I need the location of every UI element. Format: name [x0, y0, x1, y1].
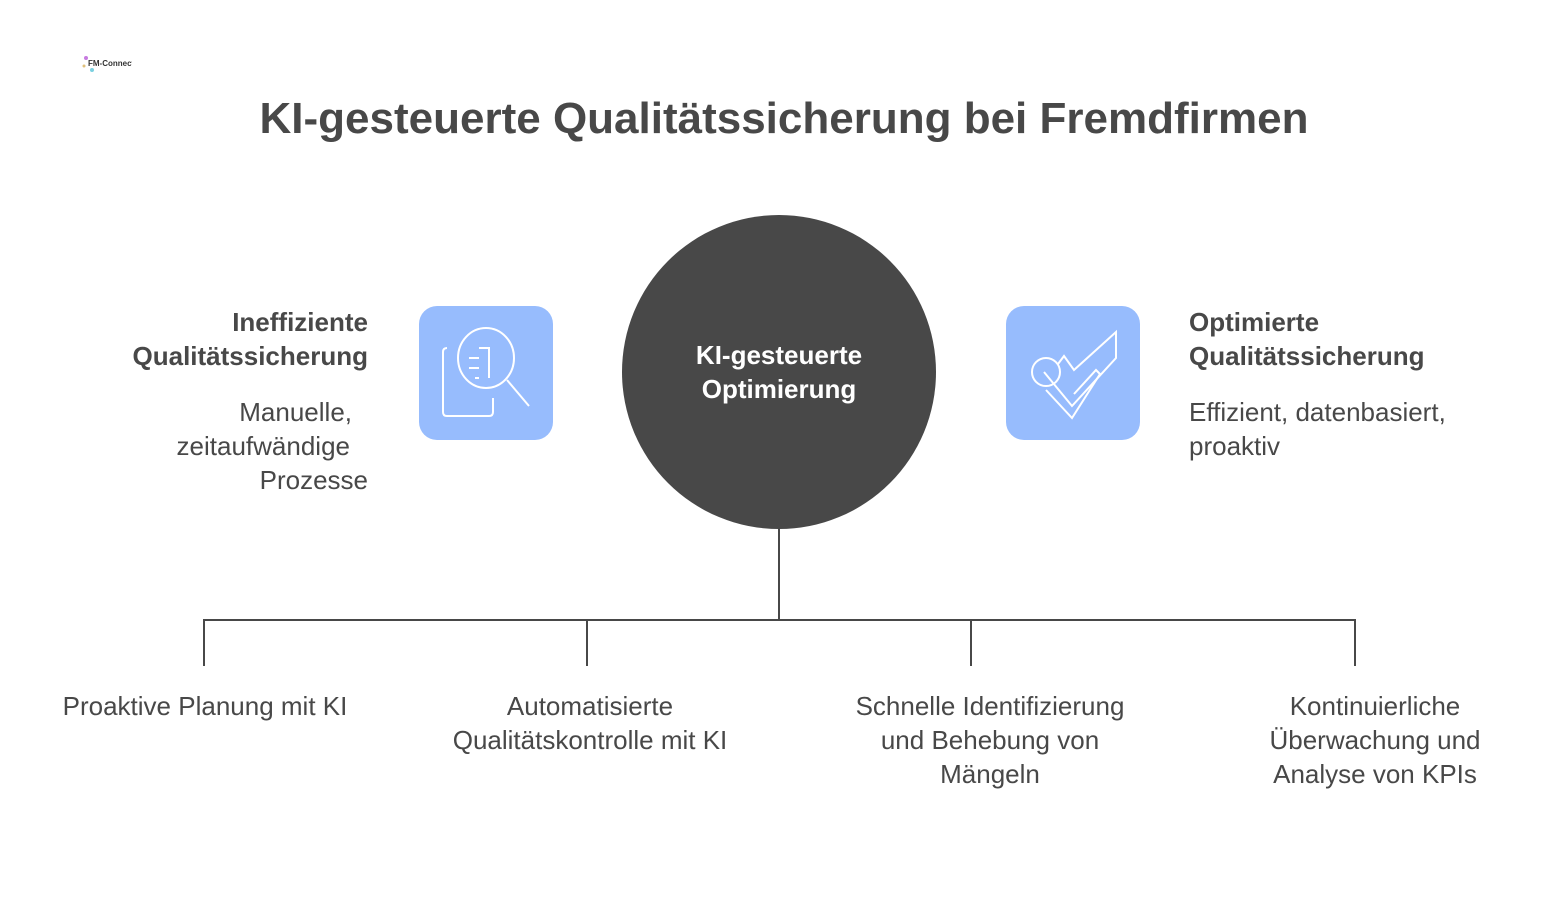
branch-label: Proaktive Planung mit KI — [62, 691, 348, 721]
page-title: KI-gesteuerte Qualitätssicherung bei Fre… — [259, 94, 1309, 143]
logo: FM-Connect — [80, 52, 135, 76]
right-description: Effizient, datenbasiert, proaktiv — [1189, 395, 1446, 463]
left-desc-line: Manuelle, — [239, 397, 352, 427]
right-heading: Optimierte Qualitätssicherung — [1189, 305, 1425, 373]
branch-label: Schnelle Identifizierung und Behebung vo… — [855, 691, 1125, 789]
left-desc-line: zeitaufwändige — [176, 431, 350, 461]
left-heading-line: Ineffiziente — [232, 307, 368, 337]
right-heading-line: Qualitätssicherung — [1189, 341, 1425, 371]
left-description: Manuelle, zeitaufwändige Prozesse — [177, 395, 368, 497]
right-desc-line: proaktiv — [1189, 431, 1281, 461]
document-search-icon — [442, 327, 530, 417]
right-desc-line: Effizient, datenbasiert, — [1189, 397, 1446, 427]
document-search-tile — [419, 306, 553, 440]
left-heading: Ineffiziente Qualitätssicherung — [133, 305, 369, 373]
left-desc-line: Prozesse — [259, 465, 368, 495]
connector-branch — [586, 619, 588, 666]
connector-branch — [203, 619, 205, 666]
connector-bar — [203, 619, 1356, 621]
checkmark-icon — [1031, 329, 1117, 420]
branch-label: Kontinuierliche Überwachung und Analyse … — [1269, 691, 1481, 789]
branch-label: Automatisierte Qualitätskontrolle mit KI — [452, 691, 728, 755]
checkmark-tile — [1006, 306, 1140, 440]
connector-branch — [970, 619, 972, 666]
svg-text:FM-Connect: FM-Connect — [88, 59, 132, 68]
center-line: KI-gesteuerte — [695, 340, 863, 370]
left-heading-line: Qualitätssicherung — [132, 341, 369, 371]
center-line: Optimierung — [701, 374, 857, 404]
right-heading-line: Optimierte — [1189, 307, 1320, 337]
connector-trunk — [778, 529, 780, 621]
connector-branch — [1354, 619, 1356, 666]
